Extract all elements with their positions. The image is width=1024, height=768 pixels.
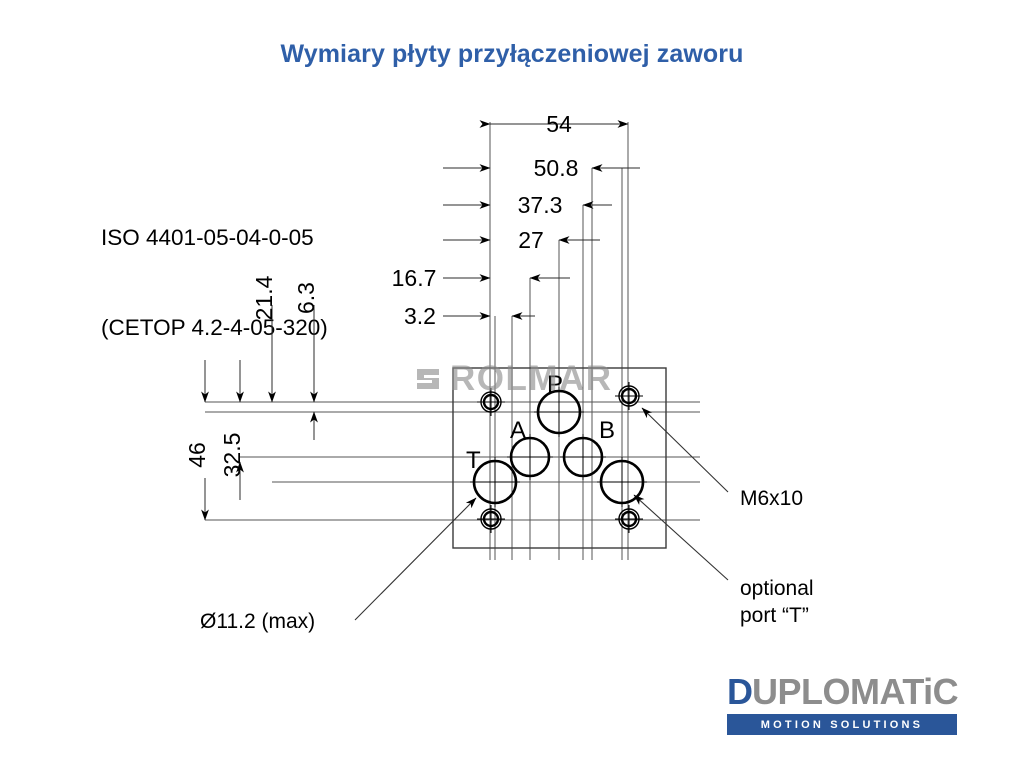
dimension-label-50-8: 50.8 xyxy=(534,155,579,181)
dimension-label-3-2: 3.2 xyxy=(404,303,436,329)
port-A xyxy=(507,434,553,480)
duplomatic-tagline-bar: MOTION SOLUTIONS xyxy=(727,714,957,735)
rolmar-mark-icon xyxy=(417,368,439,389)
leader-thread xyxy=(641,407,729,493)
port-T-optional xyxy=(597,457,647,507)
rolmar-watermark-text: ROLMAR xyxy=(450,359,613,398)
horizontal-dimension-37-3: 37.3 xyxy=(443,192,612,218)
port-B xyxy=(560,434,606,480)
port-label-A: A xyxy=(510,417,526,444)
vertical-dimension-21-4: 21.4 xyxy=(251,275,277,403)
port-label-P: P xyxy=(547,371,563,398)
duplomatic-logo: D UPLOMATiC MOTION SOLUTIONS xyxy=(727,671,959,735)
port-label-B: B xyxy=(599,417,615,444)
rolmar-watermark: ROLMAR xyxy=(415,361,613,396)
port-label-T: T xyxy=(466,447,481,474)
port-T xyxy=(470,457,520,507)
leader-optional-port xyxy=(633,494,729,581)
dimension-label-16-7: 16.7 xyxy=(392,265,437,291)
leader-bore xyxy=(354,497,477,621)
horizontal-dimension-27: 27 xyxy=(443,227,600,253)
vertical-dimension-46: 46 xyxy=(184,360,210,521)
callout-thread-spec: M6x10 xyxy=(740,487,803,510)
iso-specification: ISO 4401-05-04-0-05 (CETOP 4.2-4-05-320) xyxy=(101,163,328,372)
duplomatic-logo-initial: D xyxy=(727,671,753,712)
mounting-hole-bottom-left xyxy=(477,505,505,533)
mounting-hole-bottom-right xyxy=(615,505,643,533)
dimension-label-54: 54 xyxy=(546,111,572,137)
page-title: Wymiary płyty przyłączeniowej zaworu xyxy=(280,40,744,68)
duplomatic-tagline: MOTION SOLUTIONS xyxy=(760,718,924,731)
horizontal-dimension-54: 54 xyxy=(479,111,629,137)
callout-optional-port-line2: port “T” xyxy=(740,604,809,627)
mounting-hole-top-right xyxy=(615,382,643,410)
mounting-plate-outline xyxy=(452,367,667,549)
dimension-label-21-4: 21.4 xyxy=(251,275,277,320)
dimension-label-6-3: 6.3 xyxy=(293,282,319,314)
horizontal-dimension-3-2: 3.2 xyxy=(404,303,535,329)
duplomatic-logo-rest: UPLOMATiC xyxy=(752,671,959,712)
callout-optional-port-line1: optional xyxy=(740,577,814,600)
vertical-dimension-32-5: 32.5 xyxy=(219,360,245,500)
horizontal-dimension-16-7: 16.7 xyxy=(392,265,570,291)
port-P xyxy=(534,387,584,437)
dimension-label-37-3: 37.3 xyxy=(518,192,563,218)
mounting-hole-top-left xyxy=(477,388,505,416)
callout-bore-diameter: Ø11.2 (max) xyxy=(200,610,315,633)
iso-standard-line: ISO 4401-05-04-0-05 xyxy=(101,224,314,250)
duplomatic-wordmark: D UPLOMATiC xyxy=(727,671,959,712)
cetop-standard-line: (CETOP 4.2-4-05-320) xyxy=(101,314,328,340)
vertical-dimension-6-3: 6.3 xyxy=(293,282,319,440)
horizontal-dimension-50-8: 50.8 xyxy=(443,155,640,181)
dimension-label-27: 27 xyxy=(518,227,544,253)
dimension-label-32-5: 32.5 xyxy=(219,433,245,478)
dimension-label-46: 46 xyxy=(184,442,210,468)
